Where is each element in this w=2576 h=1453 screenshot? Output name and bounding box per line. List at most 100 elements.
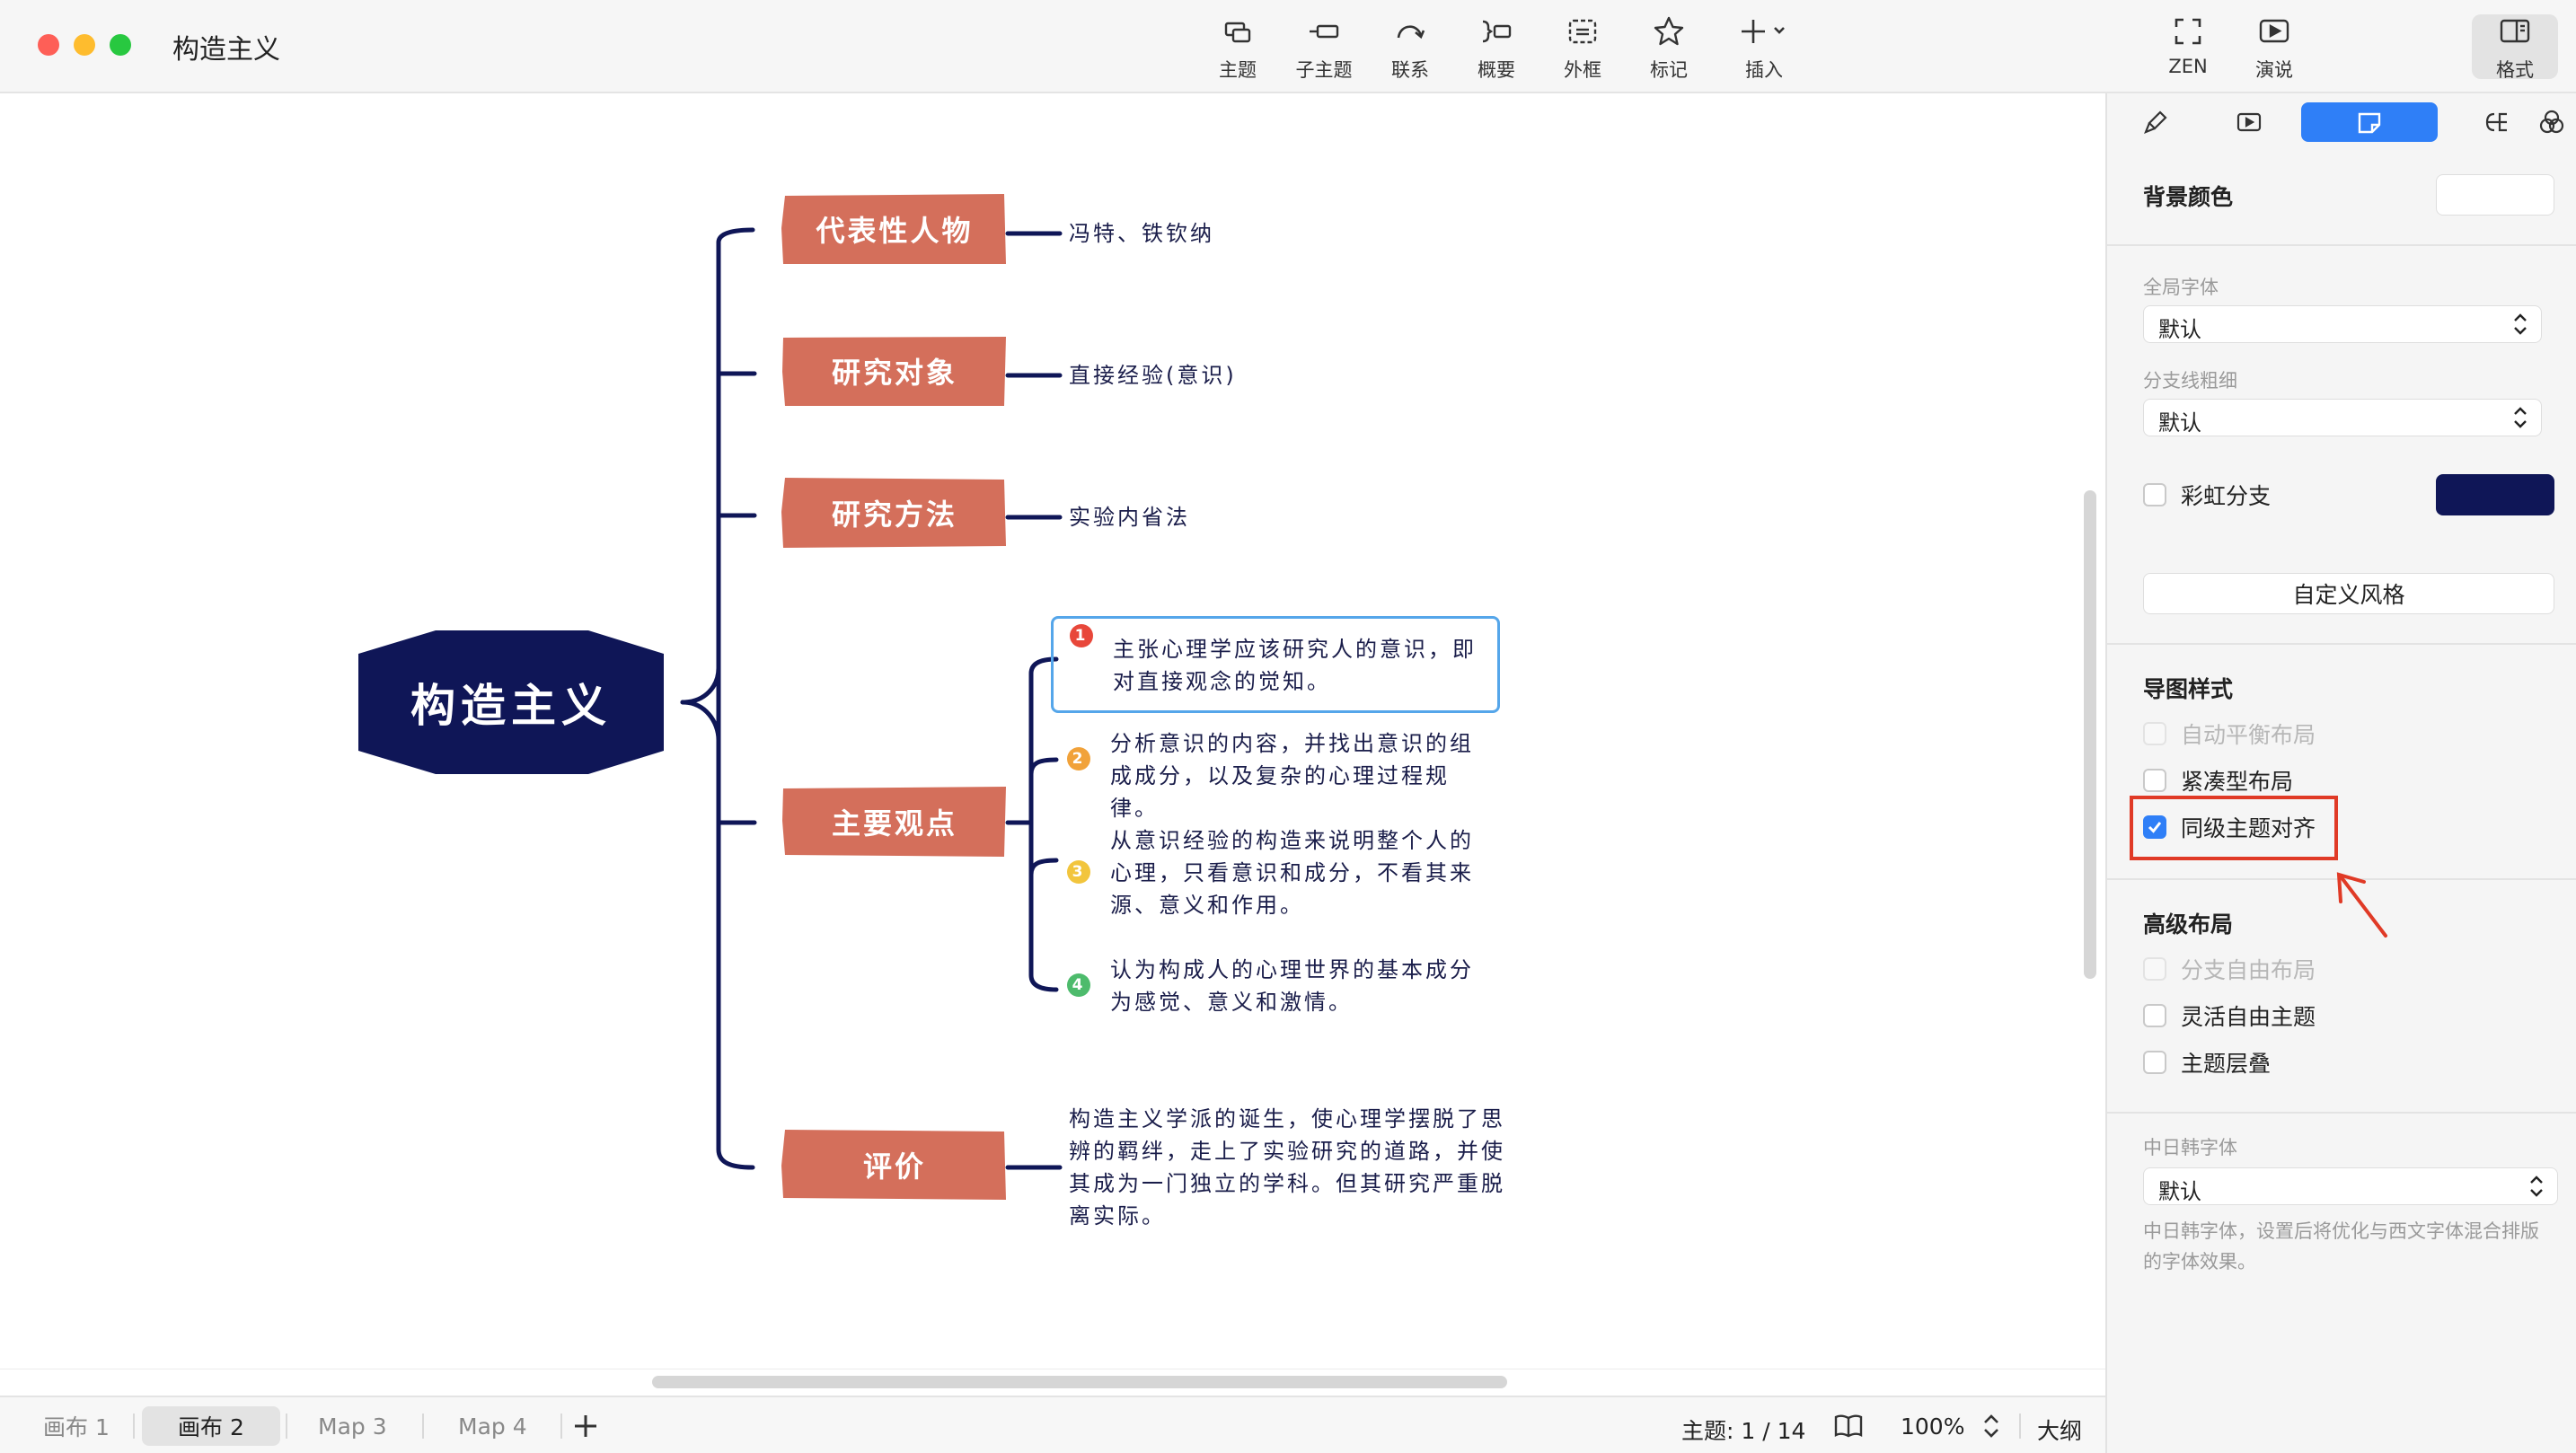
minimize-window-button[interactable] [74, 34, 95, 56]
add-sheet-button[interactable] [568, 1408, 604, 1444]
toolbar-present-label: 演说 [2255, 59, 2293, 81]
checkmark-icon [2148, 822, 2162, 833]
main-point-text: 分析意识的内容，并找出意识的组成成分，以及复杂的心理过程规律。 [1110, 731, 1474, 821]
global-font-value: 默认 [2158, 317, 2201, 342]
sheet-divider [133, 1413, 135, 1439]
topic-main-views[interactable]: 主要观点 [780, 785, 1010, 859]
topic-overlap-row[interactable]: 主题层叠 [2143, 1047, 2271, 1078]
topic-research-object[interactable]: 研究对象 [780, 334, 1010, 408]
zoom-level[interactable]: 100% [1901, 1413, 1965, 1440]
custom-style-button[interactable]: 自定义风格 [2143, 573, 2554, 614]
rainbow-branch-checkbox[interactable] [2143, 483, 2166, 506]
zoom-window-button[interactable] [110, 34, 131, 56]
up-down-chevron-icon [2514, 313, 2527, 335]
toolbar-subtopic-label: 子主题 [1295, 59, 1353, 81]
toolbar-boundary-label: 外框 [1564, 59, 1601, 81]
book-icon [1834, 1414, 1863, 1438]
close-window-button[interactable] [38, 34, 59, 56]
panel-tab-layout[interactable] [2454, 102, 2540, 142]
panel-tab-theme[interactable] [2531, 102, 2572, 142]
zoom-stepper[interactable] [1980, 1410, 2003, 1442]
sheet-tab-4[interactable]: Map 4 [458, 1413, 527, 1440]
leaf-evaluation[interactable]: 构造主义学派的诞生，使心理学摆脱了思辨的羁绊，走上了实验研究的道路，并使其成为一… [1069, 1106, 1505, 1228]
toolbar-format-button[interactable]: 格式 [2472, 14, 2558, 81]
toolbar-boundary-button[interactable]: 外框 [1539, 14, 1626, 81]
toolbar-marker-label: 标记 [1650, 59, 1688, 81]
branch-width-select[interactable]: 默认 [2143, 399, 2542, 436]
plus-icon [575, 1415, 596, 1437]
cjk-font-label: 中日韩字体 [2143, 1137, 2237, 1158]
compact-layout-checkbox[interactable] [2143, 769, 2166, 792]
panel-tab-map[interactable] [2301, 102, 2438, 142]
status-divider [2019, 1413, 2021, 1439]
sheet-divider [286, 1413, 287, 1439]
toolbar-summary-button[interactable]: 概要 [1453, 14, 1539, 81]
toolbar-format-label: 格式 [2496, 59, 2534, 81]
toolbar-zen-label: ZEN [2168, 56, 2208, 77]
branch-width-label: 分支线粗细 [2143, 370, 2237, 392]
mindmap-canvas[interactable]: 构造主义 代表性人物 研究对象 研究方法 主要观点 评价 冯特、铁钦纳 直接经验… [0, 93, 2105, 1369]
topic-label: 研究对象 [831, 356, 957, 390]
toolbar-topic-button[interactable]: 主题 [1195, 14, 1281, 81]
align-siblings-label: 同级主题对齐 [2181, 815, 2316, 841]
vertical-scrollbar[interactable] [2084, 490, 2096, 979]
horizontal-scrollbar[interactable] [652, 1376, 1507, 1388]
toolbar-present-button[interactable]: 演说 [2231, 14, 2317, 81]
toolbar-summary-label: 概要 [1478, 59, 1515, 81]
compact-layout-row[interactable]: 紧凑型布局 [2143, 765, 2293, 796]
up-down-chevron-icon [1984, 1414, 1998, 1438]
central-topic[interactable]: 构造主义 [355, 627, 667, 778]
topic-shape [781, 1130, 1006, 1200]
main-point-1[interactable]: 1 主张心理学应该研究人的意识，即对直接观念的觉知。 [1051, 616, 1500, 713]
leaf-representative-figures[interactable]: 冯特、铁钦纳 [1069, 221, 1214, 246]
main-point-3[interactable]: 3 从意识经验的构造来说明整个人的心理，只看意识和成分，不看其来源、意义和作用。 [1051, 824, 1500, 929]
book-view-button[interactable] [1832, 1410, 1865, 1442]
fullscreen-icon [2175, 18, 2201, 45]
toolbar-relationship-label: 联系 [1391, 59, 1429, 81]
align-siblings-row[interactable]: 同级主题对齐 [2143, 812, 2316, 842]
main-point-2[interactable]: 2 分析意识的内容，并找出意识的组成成分，以及复杂的心理过程规律。 [1051, 727, 1500, 821]
flexible-free-topic-checkbox[interactable] [2143, 1004, 2166, 1027]
branch-lines [680, 227, 1063, 1170]
format-panel-icon [2500, 19, 2530, 43]
rainbow-color-swatch[interactable] [2436, 474, 2554, 515]
toolbar-relationship-button[interactable]: 联系 [1367, 14, 1453, 81]
boundary-icon [1568, 19, 1597, 44]
outline-button[interactable]: 大纲 [2037, 1418, 2083, 1444]
toolbar-insert-button[interactable]: 插入 [1719, 14, 1809, 81]
background-color-swatch[interactable] [2436, 174, 2554, 216]
rainbow-branch-checkbox-row[interactable]: 彩虹分支 [2143, 480, 2271, 510]
topic-shape [782, 337, 1006, 406]
map-style-title: 导图样式 [2143, 676, 2234, 702]
flexible-free-topic-row[interactable]: 灵活自由主题 [2143, 1000, 2316, 1031]
leaf-research-method[interactable]: 实验内省法 [1069, 505, 1190, 530]
topic-label: 主要观点 [831, 806, 957, 841]
sheet-tab-1[interactable]: 画布 1 [43, 1414, 110, 1440]
panel-tab-pitch[interactable] [2206, 102, 2292, 142]
pitch-icon [2236, 112, 2262, 132]
sheet-tab-3[interactable]: Map 3 [318, 1413, 387, 1440]
global-font-select[interactable]: 默认 [2143, 305, 2542, 343]
leaf-research-object[interactable]: 直接经验(意识) [1069, 363, 1237, 388]
status-bar: 画布 1 画布 2 Map 3 Map 4 主题: 1 / 14 100% 大纲 [0, 1396, 2105, 1453]
topic-label: 评价 [862, 1149, 926, 1184]
sheet-tab-2[interactable]: 画布 2 [142, 1406, 280, 1446]
cjk-font-select[interactable]: 默认 [2143, 1167, 2558, 1205]
toolbar-marker-button[interactable]: 标记 [1626, 14, 1712, 81]
global-font-label: 全局字体 [2143, 277, 2219, 298]
topic-research-method[interactable]: 研究方法 [780, 476, 1010, 550]
toolbar-zen-button[interactable]: ZEN [2145, 14, 2231, 79]
brush-icon [2144, 110, 2167, 134]
align-siblings-checkbox[interactable] [2143, 815, 2166, 839]
main-point-text: 从意识经验的构造来说明整个人的心理，只看意识和成分，不看其来源、意义和作用。 [1110, 828, 1474, 918]
toolbar-topic-label: 主题 [1219, 59, 1257, 81]
topic-overlap-checkbox[interactable] [2143, 1051, 2166, 1074]
topic-representative-figures[interactable]: 代表性人物 [780, 192, 1010, 266]
annotation-arrow [2336, 872, 2387, 938]
panel-tab-style[interactable] [2113, 102, 2199, 142]
toolbar-subtopic-button[interactable]: 子主题 [1281, 14, 1367, 81]
main-point-4[interactable]: 4 认为构成人的心理世界的基本成分为感觉、意义和激情。 [1051, 954, 1500, 1026]
topic-shape [782, 787, 1006, 857]
auto-balance-label: 自动平衡布局 [2181, 722, 2316, 748]
topic-evaluation[interactable]: 评价 [780, 1128, 1010, 1202]
